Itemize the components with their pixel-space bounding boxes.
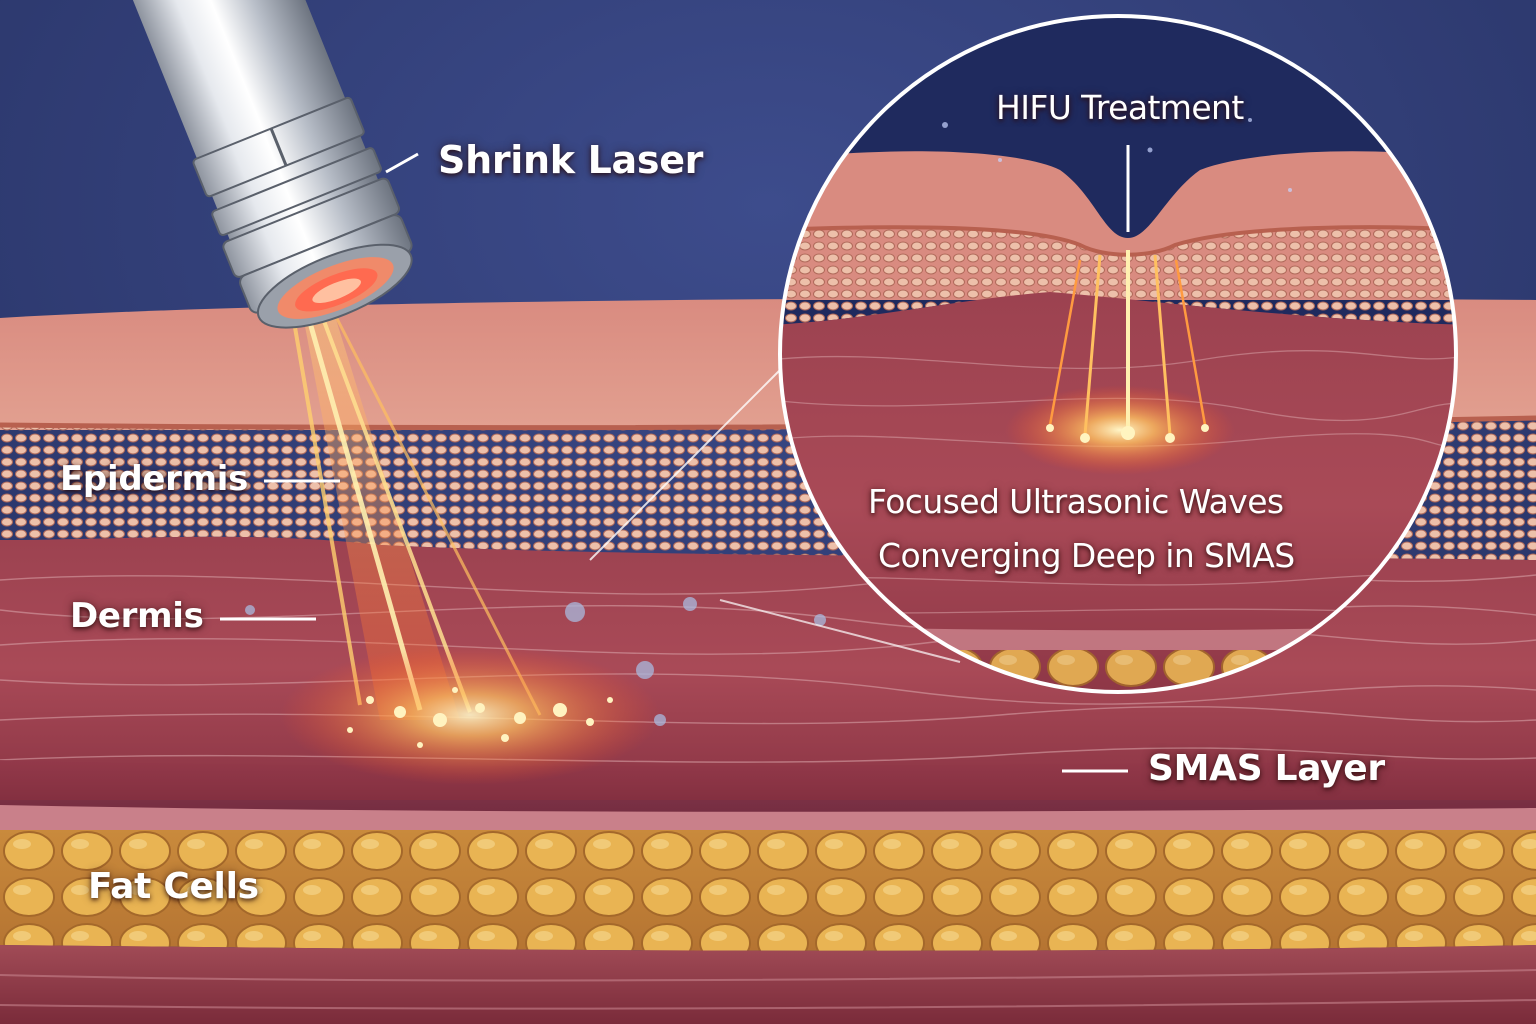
shrink-laser-label: Shrink Laser <box>438 138 704 182</box>
hifu-treatment-title: HIFU Treatment <box>996 88 1244 127</box>
fat-cells-label: Fat Cells <box>88 866 259 907</box>
inset-caption-line2: Converging Deep in SMAS <box>878 536 1295 575</box>
dermis-label: Dermis <box>70 596 204 636</box>
smas-layer-label: SMAS Layer <box>1148 748 1385 789</box>
inset-caption-line1: Focused Ultrasonic Waves <box>868 482 1284 521</box>
epidermis-label: Epidermis <box>60 459 249 499</box>
